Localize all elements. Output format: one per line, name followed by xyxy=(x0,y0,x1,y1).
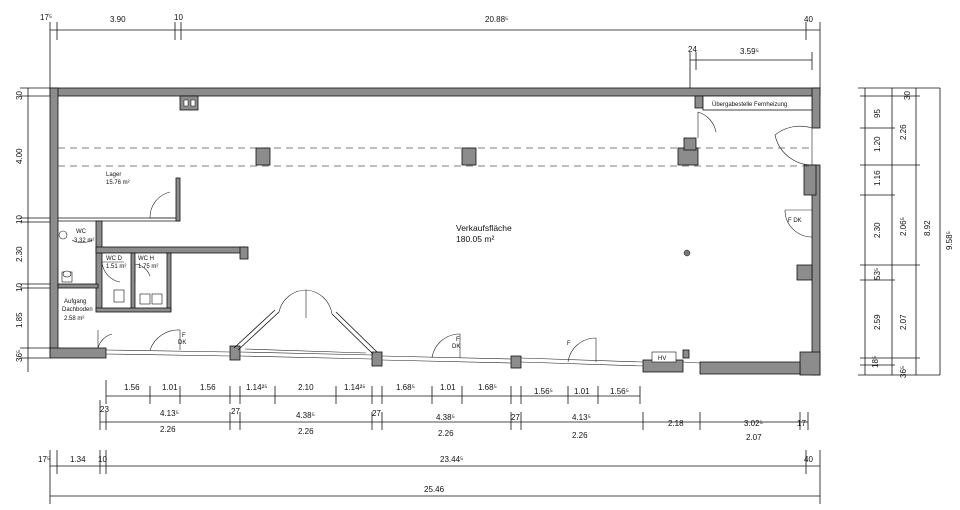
tag-dk-1: DK xyxy=(178,340,186,346)
dim-right-30: 30 xyxy=(903,91,912,100)
dim-right-18: 18⁵ xyxy=(871,356,880,368)
room-wch-name: WC H xyxy=(138,256,154,262)
dim-bottom-r1-4: 2.10 xyxy=(298,383,314,392)
dim-right-207: 2.07 xyxy=(899,314,908,330)
dim-bottom-r1-6: 1.68⁵ xyxy=(396,383,415,392)
dim-bottom-r2t-7: 4.13⁵ xyxy=(572,413,591,422)
tag-f-2: F xyxy=(456,337,460,343)
room-verkauf-area: 180.05 m² xyxy=(456,234,494,244)
facade-glazing xyxy=(105,349,701,367)
dim-right-95: 95 xyxy=(873,109,882,118)
dim-bottom-r2b-2: 2.26 xyxy=(438,429,454,438)
room-wcd-name: WC D xyxy=(106,256,123,262)
dim-top-a5: 40 xyxy=(804,15,813,24)
dim-bottom-r2t-0: 23 xyxy=(100,405,109,414)
dim-bottom-r3-0: 17⁵ xyxy=(38,455,50,464)
tag-dk-2: DK xyxy=(452,344,460,350)
dim-bottom-r1-10: 1.01 xyxy=(574,387,590,396)
dim-right-259: 2.59 xyxy=(873,314,882,330)
room-aufgang-name: Aufgang xyxy=(64,299,86,305)
dimensions-top: 17⁵ 3.90 10 20.88⁵ 40 24 3.59⁵ xyxy=(40,13,821,88)
dim-bottom-r1-1: 1.01 xyxy=(162,383,178,392)
dim-bottom-r2t-9: 3.02⁵ xyxy=(744,419,763,428)
dim-bottom-r1-11: 1.56⁵ xyxy=(610,387,629,396)
dim-bottom-r2t-3: 4.38⁵ xyxy=(296,411,315,420)
dim-bottom-r2b-0: 2.26 xyxy=(160,425,176,434)
dim-bottom-r2b-4: 2.07 xyxy=(746,433,762,442)
dim-bottom-r1-8: 1.68⁵ xyxy=(478,383,497,392)
dim-left-10b: 10 xyxy=(15,283,24,292)
dim-bottom-r2b-1: 2.26 xyxy=(298,427,314,436)
dim-bottom-r3-1: 1.34 xyxy=(70,455,86,464)
dim-right-120: 1.20 xyxy=(873,136,882,152)
dim-right-892: 8.92 xyxy=(923,220,932,236)
room-aufgang-area: 2.58 m² xyxy=(64,316,84,322)
dim-bottom-r2t-4: 27 xyxy=(372,409,381,418)
tag-f-1: F xyxy=(182,333,186,339)
dim-bottom-r1-9: 1.56⁵ xyxy=(534,387,553,396)
dim-bottom-r2t-5: 4.38⁵ xyxy=(436,413,455,422)
dim-top-a1: 17⁵ xyxy=(40,13,52,22)
dim-bottom-r1-0: 1.56 xyxy=(124,383,140,392)
dimensions-left: 30 4.00 10 2.30 10 1.85 36⁵ xyxy=(15,87,50,372)
dim-bottom-r2t-8: 2.18 xyxy=(668,419,684,428)
room-verkauf-name: Verkaufsfläche xyxy=(456,223,512,233)
dim-bottom-r1-3: 1.14²⁵ xyxy=(246,383,268,392)
dim-top-a4: 20.88⁵ xyxy=(485,15,508,24)
room-wc-area: 3.32 m² xyxy=(74,238,94,244)
dim-bottom-r2t-1: 4.13⁵ xyxy=(160,409,179,418)
dim-bottom-r3-3: 23.44⁵ xyxy=(440,455,463,464)
dimensions-right: 30 95 1.20 2.26 1.16 2.30 2.06⁵ 8.92 9.5… xyxy=(858,87,954,378)
dim-right-958: 9.58⁵ xyxy=(945,231,954,250)
outer-walls xyxy=(49,87,821,376)
room-wcd-area: 1.51 m² xyxy=(106,264,126,270)
dim-bottom-r3-4: 40 xyxy=(804,455,813,464)
dim-right-36: 36⁵ xyxy=(899,366,908,378)
dim-bottom-r2b-3: 2.26 xyxy=(572,431,588,440)
dim-right-226: 2.26 xyxy=(899,124,908,140)
dim-top-a2: 3.90 xyxy=(110,15,126,24)
dim-top-b1: 24 xyxy=(688,45,697,54)
room-lager-area: 15.76 m² xyxy=(106,180,130,186)
dimensions-bottom: 1.56 1.01 1.56 1.14²⁵ 2.10 1.14²⁵ 1.68⁵ … xyxy=(38,380,821,504)
dim-bottom-r1-2: 1.56 xyxy=(200,383,216,392)
dim-right-230: 2.30 xyxy=(873,222,882,238)
dim-left-230: 2.30 xyxy=(15,246,24,262)
dim-bottom-r1-7: 1.01 xyxy=(440,383,456,392)
dim-bottom-total: 25.46 xyxy=(424,485,445,494)
dim-bottom-r3-2: 10 xyxy=(98,455,107,464)
tag-f-3: F xyxy=(567,341,571,347)
dim-left-185: 1.85 xyxy=(15,312,24,328)
label-uebergabestelle: Übergabestelle Fernheizung xyxy=(712,101,787,108)
label-hv: HV xyxy=(658,356,666,362)
dim-left-30: 30 xyxy=(15,91,24,100)
dim-left-10a: 10 xyxy=(15,215,24,224)
room-wch-area: 1.75 m² xyxy=(138,264,158,270)
dim-bottom-r2t-2: 27 xyxy=(231,407,240,416)
dim-bottom-r1-5: 1.14²⁵ xyxy=(344,383,366,392)
dim-bottom-r2t-10: 17 xyxy=(797,419,806,428)
dim-left-400: 4.00 xyxy=(15,148,24,164)
dim-bottom-r2t-6: 27 xyxy=(511,413,520,422)
dim-right-116: 1.16 xyxy=(873,170,882,186)
room-aufgang-sub: Dachboden xyxy=(62,307,93,313)
dim-top-b2: 3.59⁵ xyxy=(740,47,759,56)
dim-left-36: 36⁵ xyxy=(15,350,24,362)
room-wc-name: WC xyxy=(76,229,87,235)
tag-fdk-right: F DK xyxy=(788,218,802,224)
dim-right-53: 53⁵ xyxy=(873,268,882,280)
dim-right-206: 2.06⁵ xyxy=(899,217,908,236)
dim-top-a3: 10 xyxy=(174,13,183,22)
room-lager-name: Lager xyxy=(106,172,121,178)
